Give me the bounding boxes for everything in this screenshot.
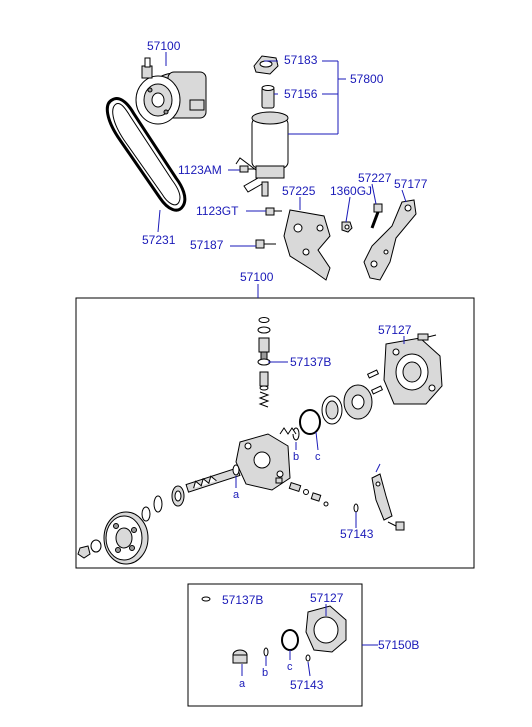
bracket-57225-drawing xyxy=(283,209,331,281)
pump-assembly-frame xyxy=(75,297,475,569)
label-1123gt: 1123GT xyxy=(196,204,239,218)
cover-drawing xyxy=(383,333,443,405)
belt-drawing xyxy=(105,97,187,212)
small-fittings-drawing xyxy=(275,477,329,507)
label-kit-57137b: 57137B xyxy=(222,593,263,607)
spring-drawing xyxy=(279,427,297,435)
label-kit-57143: 57143 xyxy=(290,678,324,692)
label-57800: 57800 xyxy=(350,72,384,86)
label-letter-c: c xyxy=(315,451,321,463)
label-57187: 57187 xyxy=(190,238,224,252)
label-57177: 57177 xyxy=(394,177,428,191)
seal-drawing xyxy=(141,485,185,522)
label-57143: 57143 xyxy=(340,527,374,541)
rotor-drawing xyxy=(343,369,384,420)
label-kit-c: c xyxy=(287,661,293,673)
o-ring-c-drawing xyxy=(299,409,321,435)
pump-top-drawing xyxy=(135,57,207,125)
label-57127: 57127 xyxy=(378,323,412,337)
label-1360gj: 1360GJ xyxy=(330,184,372,198)
kit-parts-drawing xyxy=(201,596,347,664)
label-57100-top: 57100 xyxy=(147,39,181,53)
pulley-drawing xyxy=(103,511,149,565)
label-kit-57127: 57127 xyxy=(310,591,344,605)
nut-washer-drawing xyxy=(77,539,102,559)
label-letter-a: a xyxy=(233,489,240,501)
bracket-57177-drawing xyxy=(363,199,417,281)
cap-drawing xyxy=(253,55,279,75)
reservoir-drawing xyxy=(235,111,289,197)
reservoir-fitting-drawing xyxy=(261,85,275,109)
label-1123am: 1123AM xyxy=(178,163,222,177)
label-kit-a: a xyxy=(239,678,246,690)
label-57150b: 57150B xyxy=(378,638,419,652)
bracket-57143-drawing xyxy=(353,473,405,531)
bearing-drawing xyxy=(321,395,343,425)
label-57137b: 57137B xyxy=(290,355,331,369)
label-57183: 57183 xyxy=(284,53,318,67)
label-57231: 57231 xyxy=(142,233,176,247)
label-57227: 57227 xyxy=(358,171,392,185)
label-kit-b: b xyxy=(262,667,268,679)
label-57156: 57156 xyxy=(284,87,318,101)
bolt-1123am-drawing xyxy=(239,165,256,173)
label-57100-assembly: 57100 xyxy=(240,270,274,284)
nut-1360gj-drawing xyxy=(341,221,353,233)
bolt-1123gt-drawing xyxy=(265,207,282,216)
valve-stack-drawing xyxy=(257,317,288,408)
shaft-drawing xyxy=(185,464,241,493)
bolt-57227-drawing xyxy=(370,203,383,229)
label-letter-b: b xyxy=(293,451,299,463)
label-57225: 57225 xyxy=(282,184,316,198)
bolt-57187-drawing xyxy=(255,239,276,249)
